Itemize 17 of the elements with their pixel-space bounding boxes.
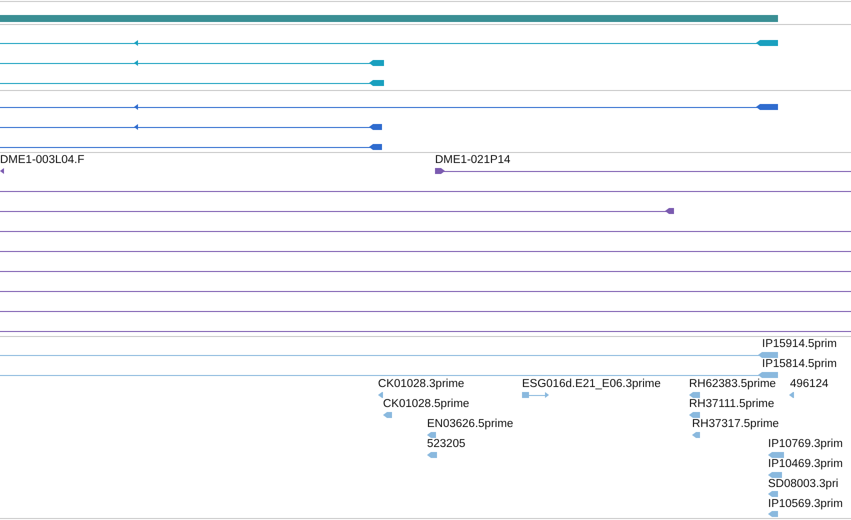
feature-label: EN03626.5prime <box>427 418 514 431</box>
feature-label: RH37317.5prime <box>692 418 779 431</box>
feature-label: DME1-003L04.F <box>0 154 84 167</box>
feature-label: IP15814.5prim <box>762 358 837 371</box>
feature-label: 496124 <box>790 378 828 391</box>
feature-label: CK01028.5prime <box>383 398 470 411</box>
feature-label: IP15914.5prim <box>762 338 837 351</box>
feature-label: CK01028.3prime <box>378 378 464 391</box>
feature-label: ESG016d.E21_E06.3prime <box>522 378 661 391</box>
feature-label: IP10469.3prim <box>768 458 843 471</box>
feature-label: SD08003.3pri <box>768 478 838 491</box>
feature-label: IP10569.3prim <box>768 498 843 511</box>
feature-label: IP10769.3prim <box>768 438 843 451</box>
feature-label: 523205 <box>427 438 466 451</box>
feature-label: DME1-021P14 <box>435 154 510 167</box>
feature-label: RH37111.5prime <box>689 398 774 411</box>
feature-label: RH62383.5prime <box>689 378 776 391</box>
